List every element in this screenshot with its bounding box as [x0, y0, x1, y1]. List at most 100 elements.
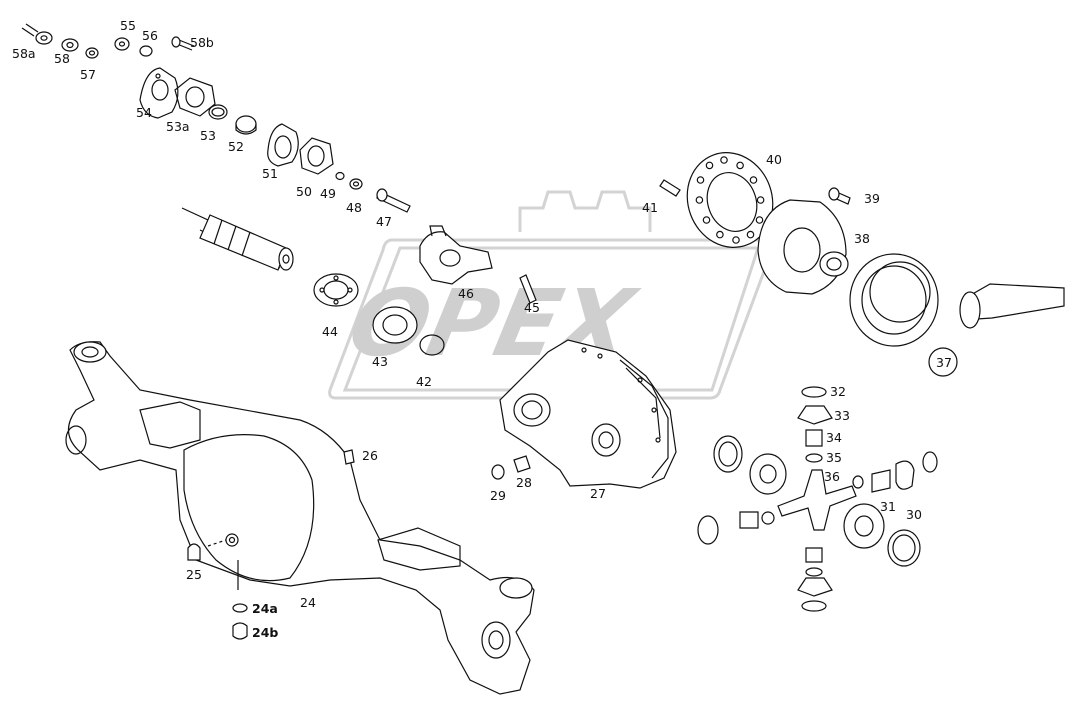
- part-label-58: 58: [54, 51, 70, 66]
- part-label-49: 49: [320, 186, 336, 201]
- part-52-seal: [235, 115, 257, 135]
- part-24a-ring: [232, 603, 248, 613]
- part-label-35: 35: [826, 450, 842, 465]
- diff-thrust-washer-left: [713, 435, 743, 473]
- ring-gear-bolt-hole: [746, 230, 755, 239]
- part-47-bolt: [376, 188, 411, 213]
- part-44-bearing: [313, 273, 359, 307]
- part-25-plug: [187, 543, 201, 561]
- part-label-42: 42: [416, 374, 432, 389]
- part-58-nut: [61, 38, 79, 52]
- part-24-axle-housing: [65, 341, 535, 695]
- ring-gear-bolt-hole: [736, 161, 744, 170]
- part-label-24a: 24a: [252, 601, 278, 616]
- part-label-58a: 58a: [12, 46, 36, 61]
- ring-gear-bolt-hole: [695, 196, 704, 204]
- part-53a-gasket: [174, 77, 216, 117]
- part-41-bolt: [659, 179, 681, 197]
- part-42-oring: [419, 334, 445, 356]
- part-54-cover: [139, 67, 179, 119]
- part-label-58b: 58b: [190, 35, 214, 50]
- diff-pinion-left: [697, 511, 775, 545]
- part-38-diff-case: [757, 199, 849, 295]
- part-label-36: 36: [824, 469, 840, 484]
- part-label-52: 52: [228, 139, 244, 154]
- part-label-48: 48: [346, 200, 362, 215]
- part-label-33: 33: [834, 408, 850, 423]
- part-label-51: 51: [262, 166, 278, 181]
- ring-gear-bolt-hole: [716, 230, 724, 239]
- part-label-40: 40: [766, 152, 782, 167]
- part-label-45: 45: [524, 300, 540, 315]
- part-48-nut: [349, 178, 363, 190]
- part-50-gasket: [299, 137, 334, 175]
- part-43-bearing: [372, 306, 418, 344]
- part-26-plug: [343, 449, 355, 465]
- part-31-side-gear: [843, 503, 885, 549]
- part-label-25: 25: [186, 567, 202, 582]
- part-33-gear: [797, 405, 833, 425]
- diff-right-parts: [852, 451, 938, 493]
- part-30-washer: [887, 529, 921, 567]
- ring-gear-bolt-hole: [702, 216, 711, 224]
- part-51-housing: [267, 123, 299, 167]
- part-label-47: 47: [376, 214, 392, 229]
- part-label-53a: 53a: [166, 119, 190, 134]
- part-label-30: 30: [906, 507, 922, 522]
- part-label-32: 32: [830, 384, 846, 399]
- part-label-54: 54: [136, 105, 152, 120]
- part-45-bolt: [519, 274, 537, 304]
- ring-gear-bolt-hole: [705, 161, 714, 170]
- ring-gear-bolt-hole: [749, 176, 758, 184]
- part-label-55: 55: [120, 18, 136, 33]
- part-label-50: 50: [296, 184, 312, 199]
- part-35-ring: [805, 453, 823, 463]
- part-label-27: 27: [590, 486, 606, 501]
- part-32-washer: [801, 386, 827, 398]
- part-label-38: 38: [854, 231, 870, 246]
- diff-side-gear-left: [749, 453, 787, 495]
- part-55-nut: [114, 37, 130, 51]
- part-37-bearing: [849, 253, 939, 347]
- part-24b-plug: [232, 622, 248, 640]
- part-label-34: 34: [826, 430, 842, 445]
- part-46-yoke: [419, 225, 493, 285]
- part-label-37: 37: [936, 355, 952, 370]
- part-label-28: 28: [516, 475, 532, 490]
- part-label-31: 31: [880, 499, 896, 514]
- part-49-washer: [335, 171, 345, 181]
- part-label-24: 24: [300, 595, 316, 610]
- part-34-sleeve: [805, 429, 823, 447]
- part-40-ring-gear: [686, 152, 774, 248]
- part-label-57: 57: [80, 67, 96, 82]
- part-27-carrier-housing: [499, 339, 677, 489]
- ring-gear-bolt-hole: [755, 216, 764, 224]
- part-58b-stud: [171, 36, 195, 51]
- part-label-53: 53: [200, 128, 216, 143]
- part-37-label-circle: [928, 347, 958, 377]
- pinion-shaft: [181, 207, 294, 271]
- part-58a-bolt: [21, 23, 53, 45]
- ring-gear-bolt-hole: [756, 196, 765, 204]
- part-39-bolt: [828, 187, 851, 205]
- part-label-26: 26: [362, 448, 378, 463]
- part-label-44: 44: [322, 324, 338, 339]
- diff-bottom-parts: [797, 547, 833, 612]
- part-label-56: 56: [142, 28, 158, 43]
- ring-gear-bolt-hole: [732, 236, 740, 244]
- part-53-ring: [208, 104, 228, 120]
- ring-gear-bolt-hole: [696, 176, 705, 184]
- part-number-labels: 58a 58 57 55 56 58b 54 53a 53 52 51 50 49 48 47 46 45 44 4…: [12, 18, 958, 640]
- part-label-24b: 24b: [252, 625, 278, 640]
- part-label-29: 29: [490, 488, 506, 503]
- part-57-washer: [85, 47, 99, 59]
- part-36-spider: [777, 469, 857, 531]
- pinion-gear: [959, 283, 1065, 329]
- part-label-46: 46: [458, 286, 474, 301]
- part-label-41: 41: [642, 200, 658, 215]
- part-56-washer: [139, 45, 153, 57]
- part-label-39: 39: [864, 191, 880, 206]
- part-label-43: 43: [372, 354, 388, 369]
- part-28-pin: [513, 455, 531, 473]
